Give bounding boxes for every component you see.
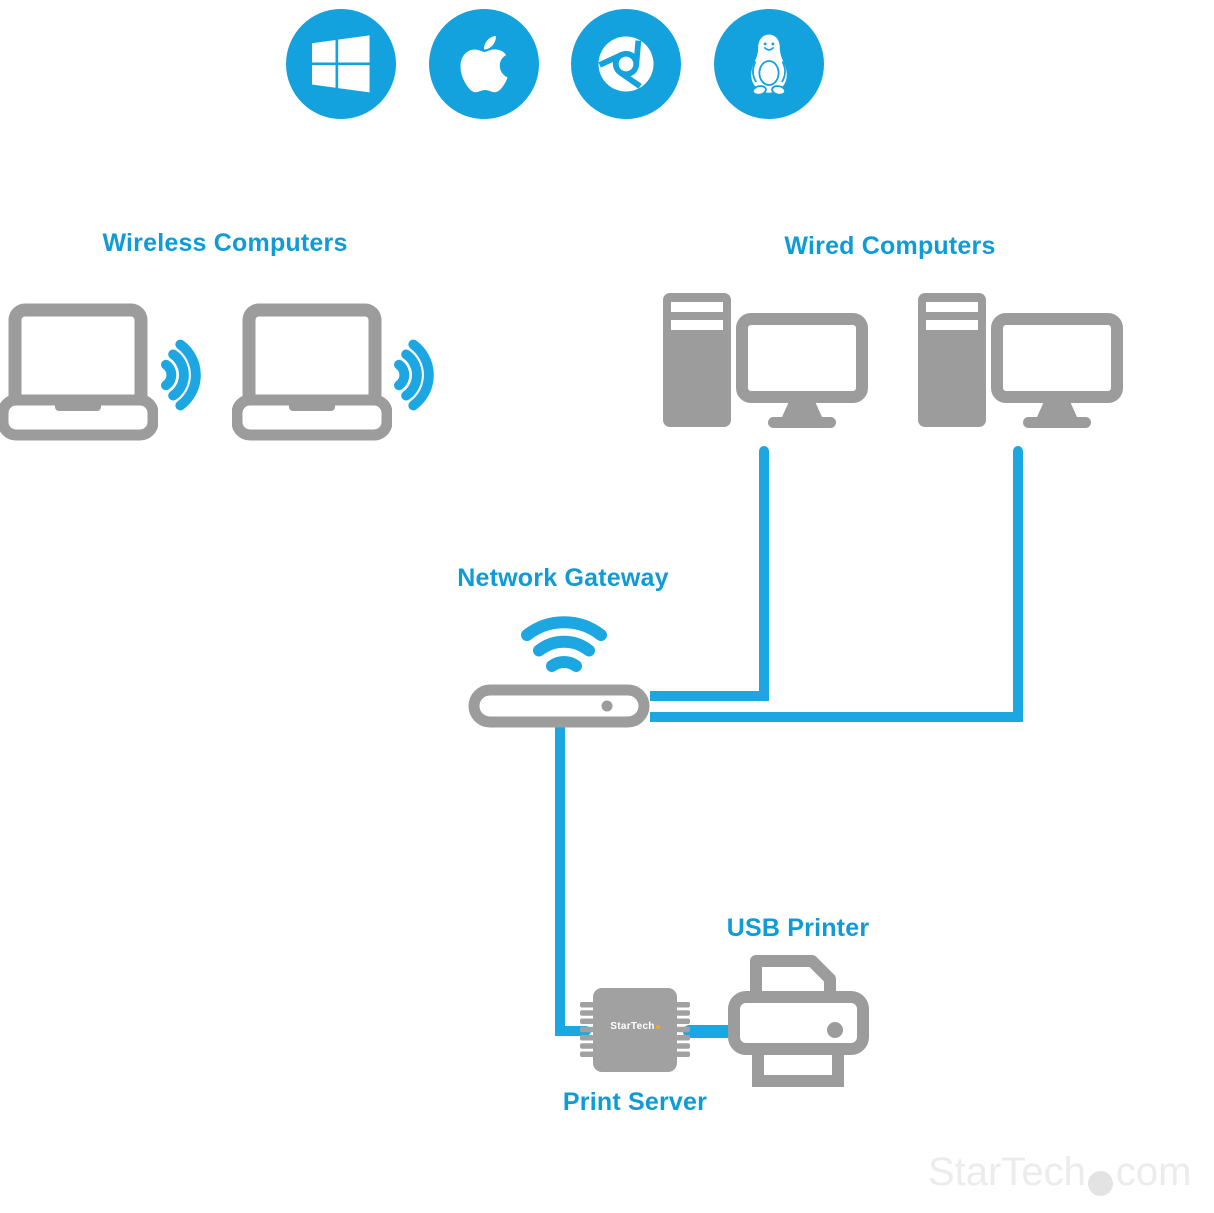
ethernet-line-pc2-horizontal [650, 712, 1023, 722]
watermark-dot [1087, 1171, 1113, 1196]
windows-icon [312, 35, 370, 93]
wifi-signal-icon [161, 339, 201, 411]
router-icon [468, 684, 650, 728]
laptop-icon [0, 303, 158, 441]
desktop-tower-icon [663, 293, 731, 427]
startech-device-logo-text: StarTech [610, 1021, 655, 1032]
platform-badge-chrome [571, 9, 681, 119]
ethernet-line-pc2-vertical [1013, 446, 1023, 722]
laptop-icon [232, 303, 392, 441]
ethernet-line-pc1-vertical [759, 446, 769, 701]
usb-printer-label: USB Printer [726, 914, 870, 942]
print-server-icon [580, 988, 690, 1072]
platform-badge-apple [429, 9, 539, 119]
linux-tux-icon [751, 34, 787, 96]
wireless-computers-label: Wireless Computers [102, 229, 348, 257]
apple-icon [460, 36, 508, 93]
startech-logo-dot [655, 1025, 660, 1029]
wifi-waves-icon [521, 616, 607, 672]
monitor-icon [736, 313, 868, 428]
ethernet-line-gateway-to-printserver-vertical [555, 724, 565, 1036]
ethernet-line-gateway-to-printserver-horizontal [555, 1026, 591, 1036]
platform-badge-windows [286, 9, 396, 119]
startech-device-logo: StarTech [593, 1021, 677, 1032]
chrome-icon [598, 36, 654, 92]
watermark-prefix: StarTech [928, 1150, 1086, 1194]
wifi-signal-icon [394, 339, 434, 411]
desktop-tower-icon [918, 293, 986, 427]
usb-line-printserver-to-printer [683, 1025, 733, 1038]
monitor-icon [991, 313, 1123, 428]
print-server-label: Print Server [562, 1088, 708, 1116]
watermark: StarTech com [928, 1150, 1192, 1196]
platform-badge-linux [714, 9, 824, 119]
wired-computers-label: Wired Computers [784, 232, 996, 260]
watermark-suffix: com [1115, 1150, 1192, 1194]
ethernet-line-pc1-horizontal [650, 691, 764, 701]
network-gateway-label: Network Gateway [457, 564, 669, 592]
printer-icon [728, 955, 869, 1087]
